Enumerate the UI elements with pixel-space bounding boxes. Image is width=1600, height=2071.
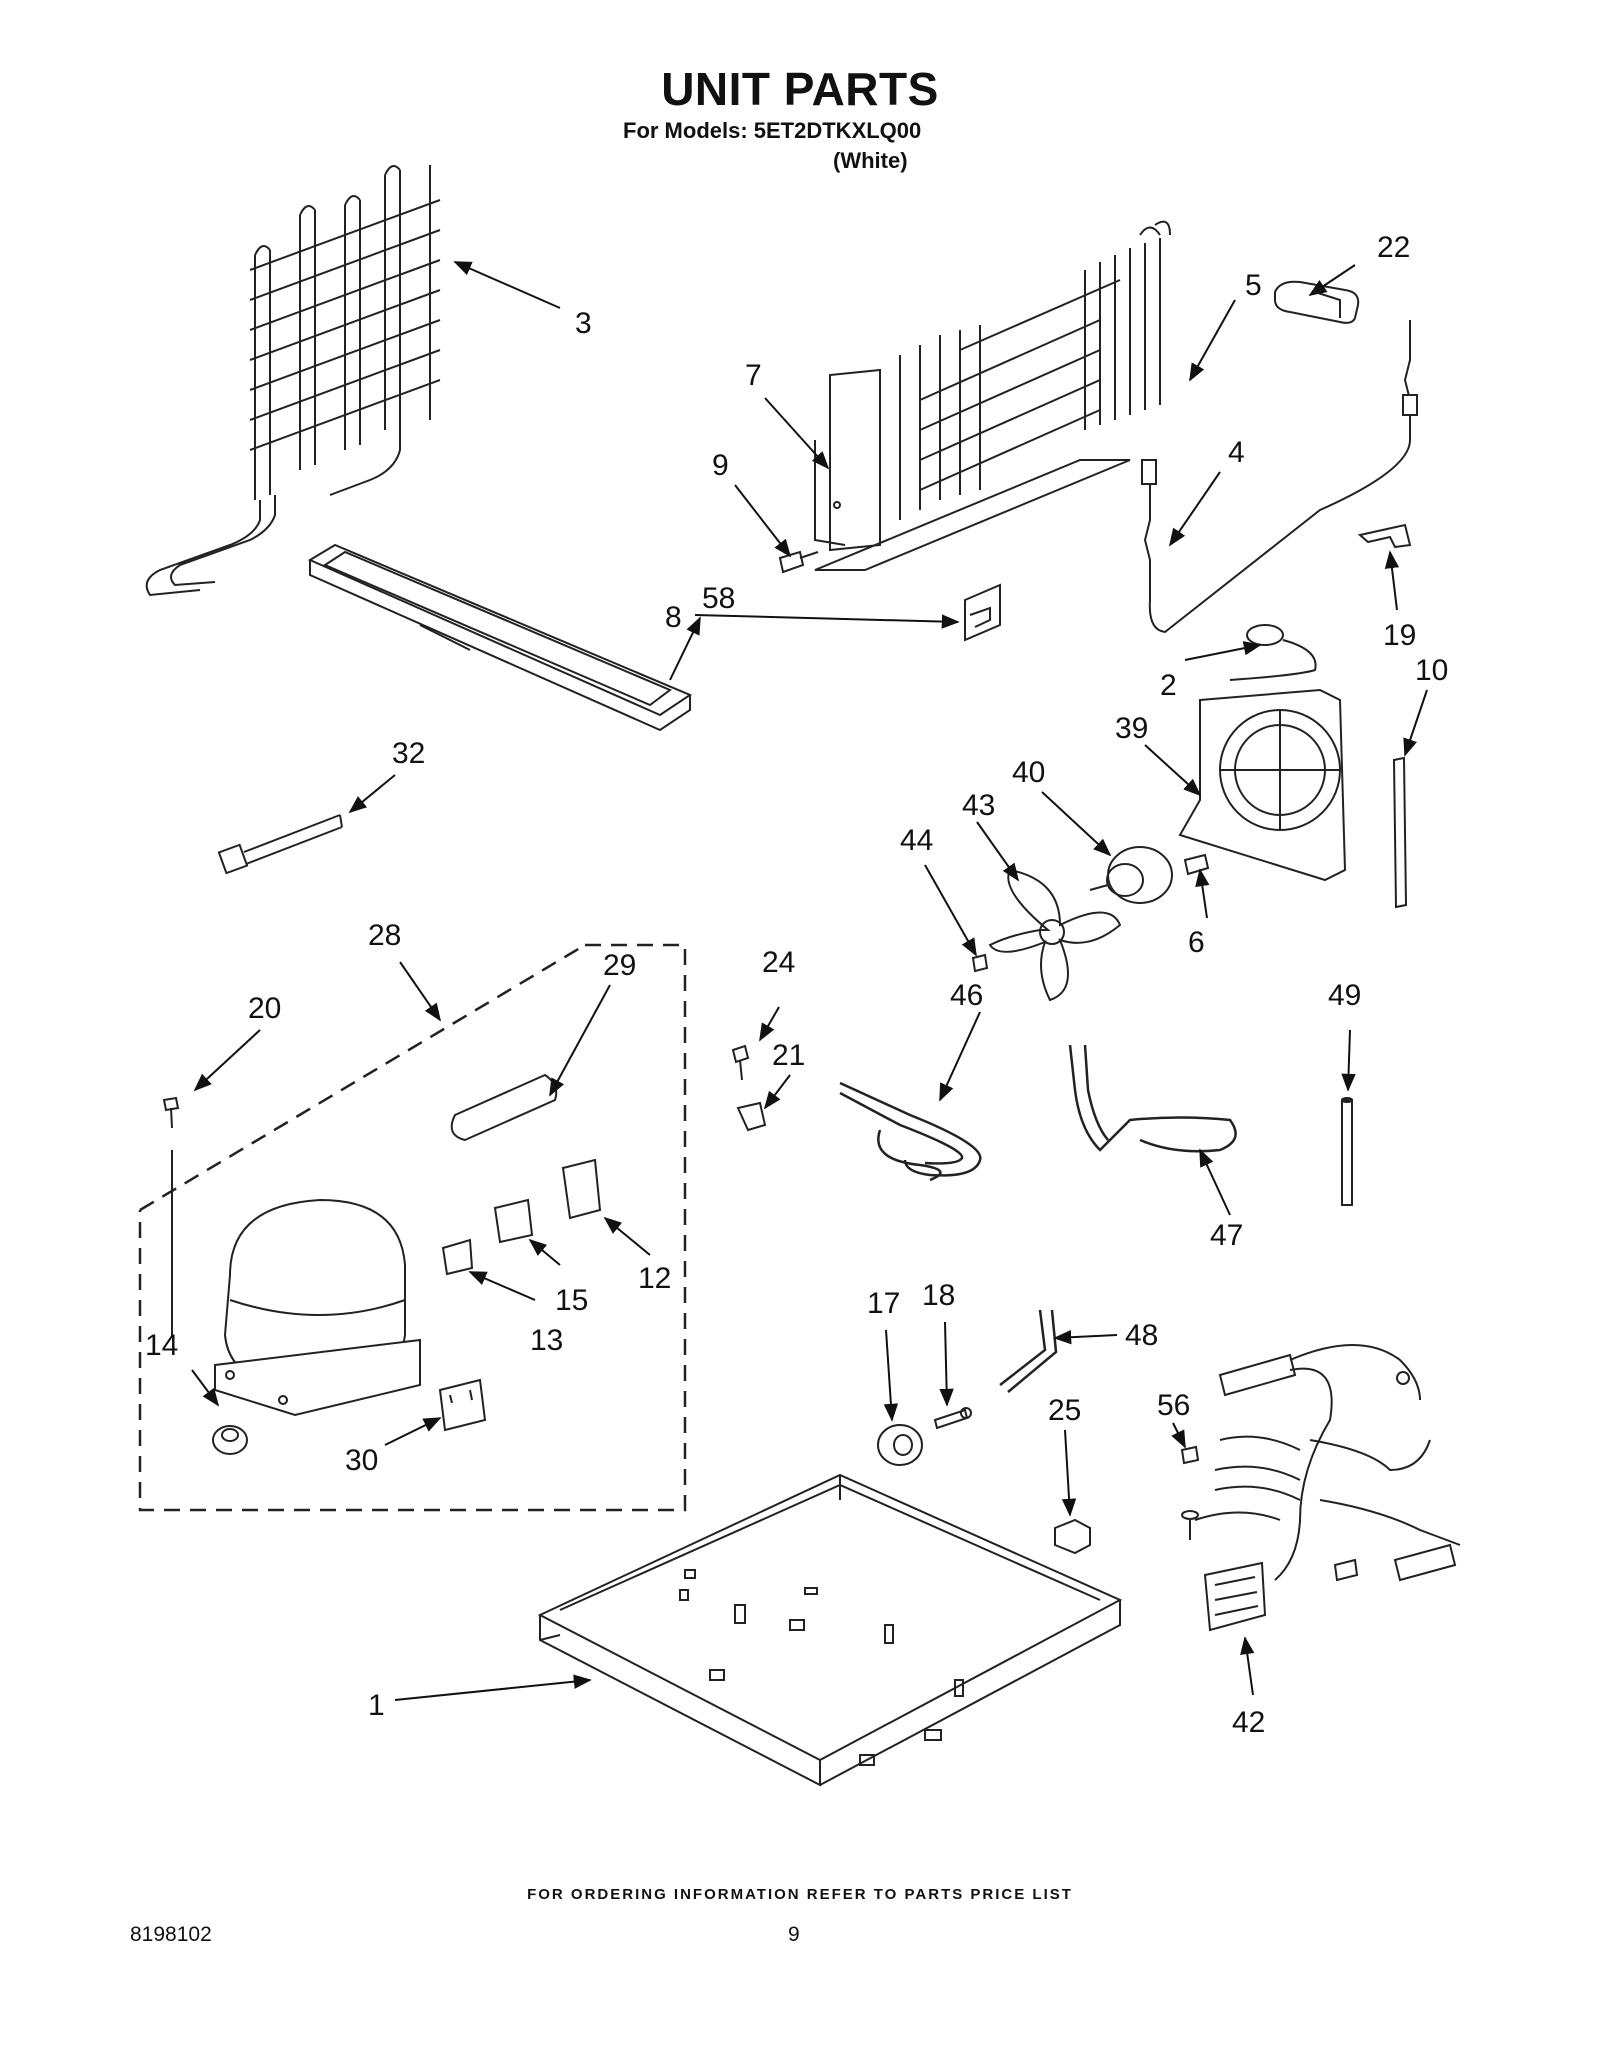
callout-39: 39 [1115, 712, 1148, 745]
thermostat [1229, 624, 1317, 681]
leader-arrows [191, 261, 1428, 1701]
callout-48: 48 [1125, 1319, 1158, 1352]
callout-7: 7 [745, 359, 762, 392]
screw-56 [1180, 1445, 1200, 1540]
evaporator-cap [1274, 280, 1360, 324]
compressor [214, 1198, 421, 1417]
callout-22: 22 [1377, 231, 1410, 264]
screw-6 [1183, 853, 1210, 876]
screw-20 [162, 1096, 180, 1335]
callout-4: 4 [1228, 436, 1245, 469]
callout-49: 49 [1328, 979, 1361, 1012]
compressor-assembly-box [138, 943, 687, 1512]
model-number: For Models: 5ET2DTKXLQ00 [623, 118, 922, 143]
callout-17: 17 [867, 1287, 900, 1320]
callout-24: 21 [772, 1039, 805, 1072]
strip-10 [1392, 756, 1408, 909]
tube-46 [839, 1081, 982, 1182]
callout-6: 6 [1188, 926, 1205, 959]
callout-25: 24 [762, 946, 795, 979]
callout-30: 32 [392, 737, 425, 770]
screw-9 [778, 550, 819, 574]
screw-25 [731, 1044, 750, 1081]
base-frame [537, 1473, 1123, 1787]
clip-24 [736, 1101, 767, 1132]
filter-drier [450, 1073, 558, 1142]
fan-shroud [1178, 688, 1347, 882]
relay-15 [493, 1198, 534, 1244]
callout-56: 56 [1157, 1389, 1190, 1422]
overload-13 [441, 1238, 474, 1276]
callout-2: 2 [1160, 669, 1177, 702]
evaporator [814, 220, 1171, 571]
pin-49 [1341, 1097, 1353, 1206]
callout-1: 1 [368, 1689, 385, 1722]
callout-21: 25 [1048, 1394, 1081, 1427]
page-number: 9 [788, 1923, 800, 1946]
callout-8: 8 [665, 601, 682, 634]
defrost-sensor [1141, 320, 1418, 634]
callout-5: 5 [1245, 269, 1262, 302]
callout-32: 30 [345, 1444, 378, 1477]
fan-blade [988, 868, 1122, 1002]
callout-20: 20 [248, 992, 281, 1025]
nut-21 [1054, 1518, 1091, 1555]
callout-47: 47 [1210, 1219, 1243, 1252]
ordering-note: FOR ORDERING INFORMATION REFER TO PARTS … [527, 1886, 1073, 1903]
callout-40: 40 [1012, 756, 1045, 789]
compressor-assembly-box-diagonal [139, 943, 586, 1212]
grommet-14 [212, 1425, 248, 1455]
callout-19: 19 [1383, 619, 1416, 652]
cable-tie [217, 814, 343, 875]
drain-pan [307, 543, 693, 732]
callout-18: 18 [922, 1279, 955, 1312]
callout-43: 43 [962, 789, 995, 822]
callout-3: 3 [575, 307, 592, 340]
model-color: (White) [833, 148, 908, 173]
callout-13: 13 [530, 1324, 563, 1357]
callout-12: 12 [638, 1262, 671, 1295]
callout-10: 10 [1415, 654, 1448, 687]
callout-9: 9 [712, 449, 729, 482]
bracket-8 [964, 583, 1001, 642]
callout-labels: 3 5 22 4 7 9 8 19 58 2 10 39 40 43 44 6 … [145, 231, 1448, 1739]
relay-cover-12 [561, 1158, 602, 1220]
clip-19 [1357, 523, 1412, 549]
callout-46: 46 [950, 979, 983, 1012]
callout-15: 15 [555, 1284, 588, 1317]
callout-44: 44 [900, 824, 933, 857]
document-number: 8198102 [130, 1923, 212, 1946]
callout-28: 28 [368, 919, 401, 952]
clip-44 [971, 953, 989, 973]
fan-motor [1089, 846, 1173, 904]
grommet-17 [877, 1424, 923, 1466]
tube-47 [1068, 1044, 1237, 1153]
callout-42: 42 [1232, 1706, 1265, 1739]
condenser-coil [145, 165, 441, 597]
callout-29: 29 [603, 949, 636, 982]
tube-48 [999, 1309, 1058, 1393]
callout-14: 14 [145, 1329, 178, 1362]
wiring-harness [1194, 1344, 1461, 1632]
page-title: UNIT PARTS [661, 63, 939, 115]
capacitor-32 [438, 1378, 487, 1432]
callout-58: 58 [702, 582, 735, 615]
pin-18 [933, 1407, 972, 1430]
